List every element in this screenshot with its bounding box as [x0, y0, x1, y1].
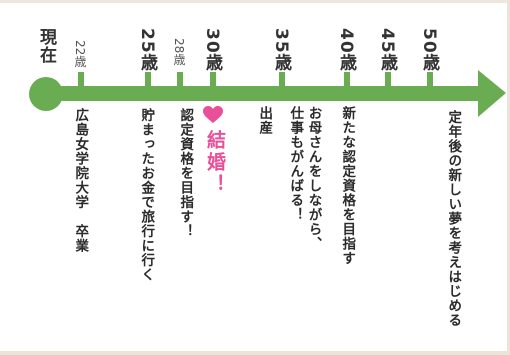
tick-40 — [344, 72, 350, 90]
age-label-22: 22歳 — [73, 40, 87, 68]
event-travel: 貯まったお金で旅行に行く — [138, 108, 155, 282]
start-circle-icon — [29, 77, 63, 111]
frame-top-border — [0, 0, 510, 3]
event-birth: 出産 — [256, 106, 273, 135]
age-label-45: 45歳 — [377, 28, 397, 72]
tick-35 — [279, 72, 285, 90]
frame-right-border — [507, 0, 510, 355]
tick-50 — [427, 72, 433, 90]
event-retire-dream: 定年後の新しい夢を考えはじめる — [445, 110, 462, 328]
heart-icon — [203, 106, 223, 123]
event-certify: 認定資格を目指す！ — [177, 108, 194, 239]
event-marriage: 結婚！ — [204, 130, 226, 196]
age-label-50: 50歳 — [419, 28, 439, 72]
arrow-head-icon — [478, 70, 506, 117]
tick-25 — [145, 72, 151, 90]
age-label-40: 40歳 — [336, 28, 356, 72]
event-mother-work: お母さんをしながら、 仕事もがんばる！ — [287, 106, 322, 251]
tick-30 — [210, 72, 216, 90]
timeline-line — [45, 86, 485, 101]
tick-28 — [177, 72, 183, 90]
frame-bottom-border — [0, 351, 510, 355]
tick-45 — [385, 72, 391, 90]
event-graduate: 広島女学院大学 卒業 — [72, 108, 89, 253]
tick-22 — [78, 72, 84, 90]
age-label-28: 28歳 — [172, 38, 186, 66]
age-label-25: 25歳 — [137, 28, 157, 72]
age-label-35: 35歳 — [271, 28, 291, 72]
age-label-now: 現在 — [36, 28, 56, 64]
event-new-cert: 新たな認定資格を目指す — [339, 106, 356, 266]
age-label-30: 30歳 — [202, 28, 222, 72]
